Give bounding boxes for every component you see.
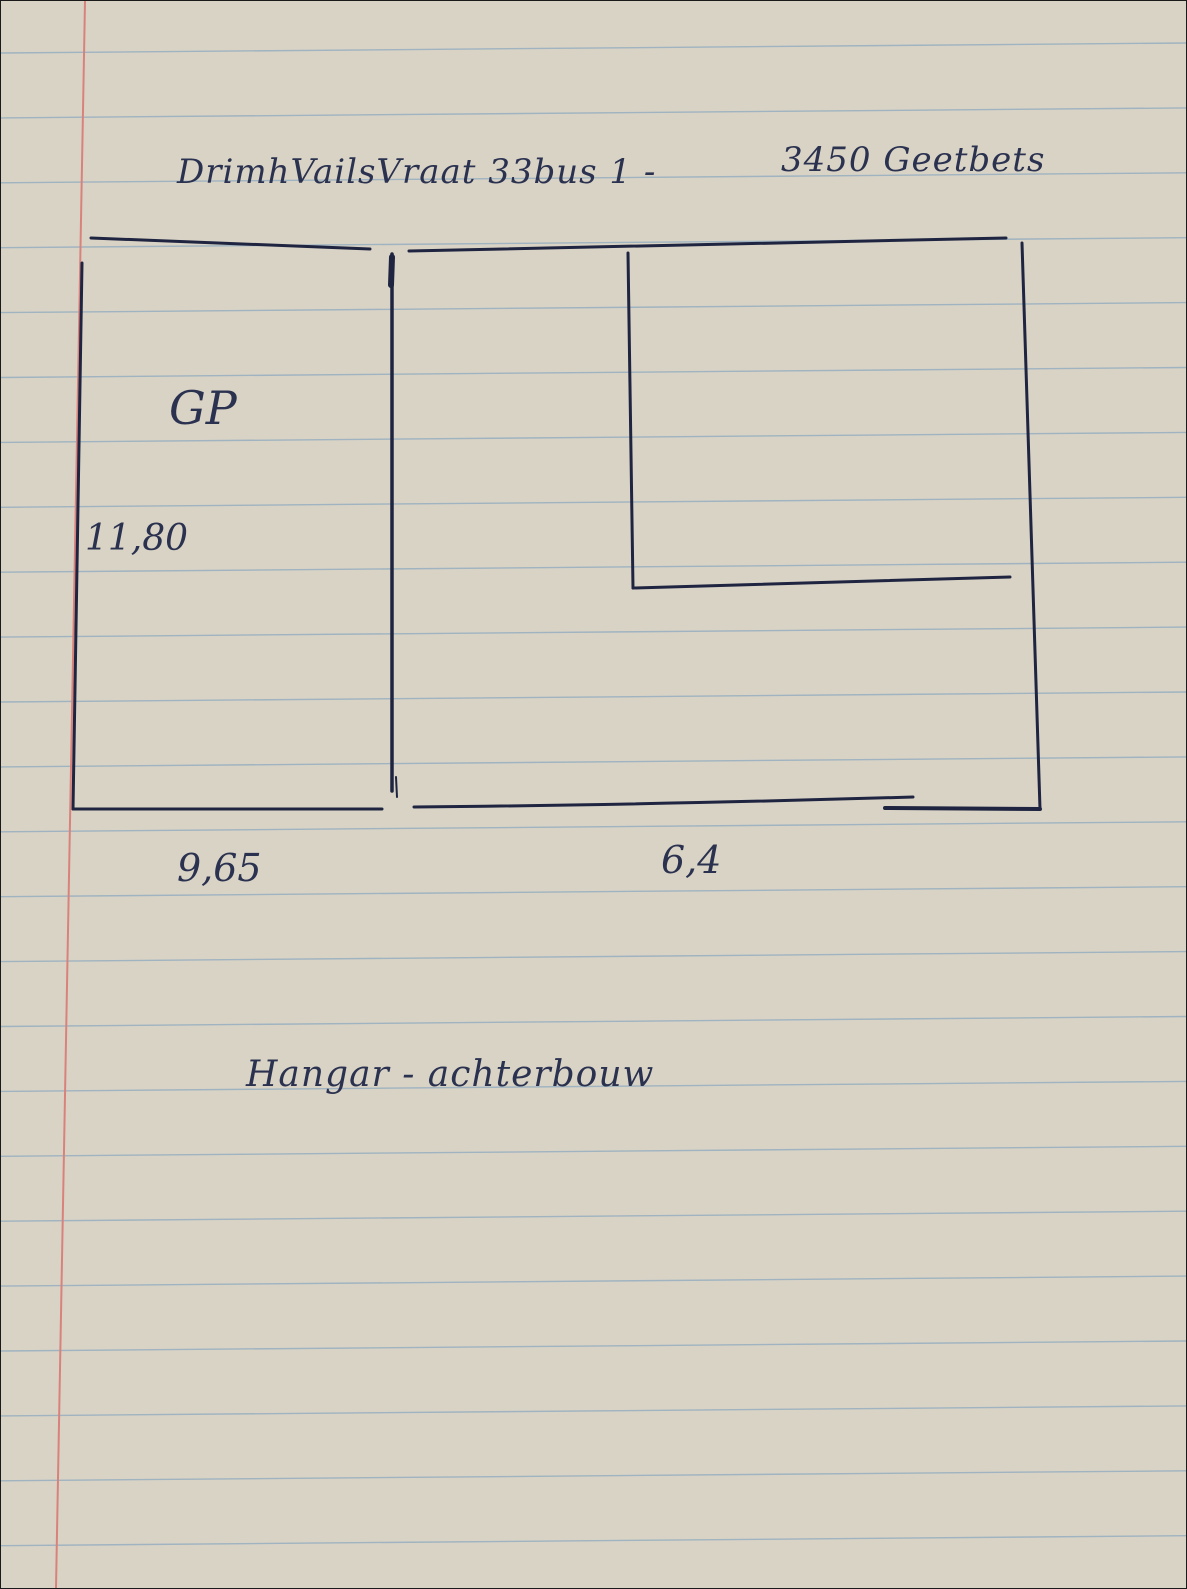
- bottom-wall-right: [412, 795, 915, 809]
- ruled-line: [1, 1534, 1186, 1547]
- ruled-line: [1, 1340, 1186, 1352]
- ruled-line: [1, 172, 1186, 184]
- room-label: GP: [169, 381, 237, 435]
- inner-room-wall-vertical: [626, 251, 635, 590]
- right-wall: [1020, 241, 1042, 811]
- left-width-dimension-label: 9,65: [177, 846, 262, 890]
- ruled-line: [1, 886, 1186, 898]
- inner-room-wall-horizontal: [631, 575, 1012, 590]
- ruled-line: [1, 691, 1186, 703]
- left-wall: [71, 261, 84, 811]
- ruled-line: [1, 1470, 1186, 1482]
- ruled-line: [1, 366, 1186, 379]
- ruled-line: [1, 561, 1186, 573]
- top-wall-left: [89, 236, 372, 251]
- ruled-line: [1, 821, 1186, 833]
- ruled-line: [1, 756, 1186, 768]
- right-width-dimension-label: 6,4: [661, 838, 722, 882]
- address-label: DrimhVailsVraat 33bus 1 -: [177, 152, 657, 192]
- ruled-line: [1, 107, 1186, 119]
- ruled-line: [1, 496, 1186, 508]
- ruled-line: [1, 950, 1186, 963]
- ruled-line: [1, 301, 1186, 314]
- bottom-wall-right-end: [883, 806, 1042, 811]
- red-margin-line: [55, 1, 86, 1588]
- ruled-line: [1, 431, 1186, 444]
- ruled-line: [1, 1275, 1186, 1287]
- ruled-line: [1, 1080, 1186, 1093]
- height-dimension-label: 11,80: [85, 518, 189, 559]
- ruled-line: [1, 626, 1186, 638]
- ruled-line: [1, 42, 1186, 54]
- ruled-line: [1, 1405, 1186, 1417]
- city-label: 3450 Geetbets: [781, 140, 1046, 180]
- top-wall-right: [407, 236, 1008, 253]
- ruled-line: [1, 1210, 1186, 1222]
- ruled-lines: [1, 42, 1186, 1547]
- floor-plan-sketch: [71, 236, 1042, 811]
- ruled-line: [1, 1015, 1186, 1028]
- ruled-line: [1, 1145, 1186, 1158]
- footer-note: Hangar - achterbouw: [246, 1054, 655, 1095]
- middle-wall-thick-top: [388, 254, 395, 288]
- door-mark: [395, 776, 398, 798]
